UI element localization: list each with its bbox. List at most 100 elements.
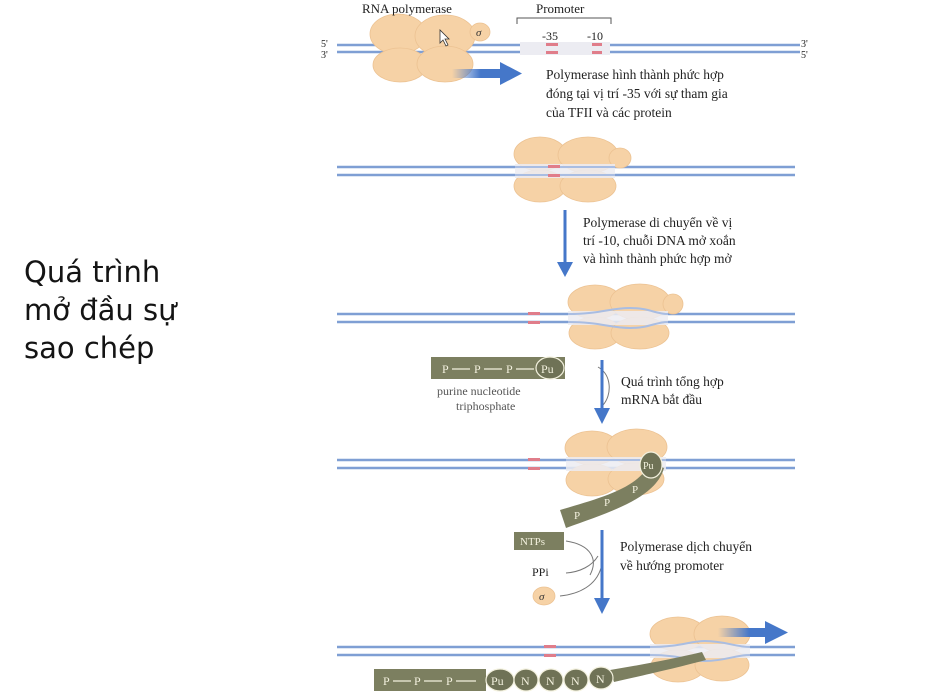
stage-open-complex bbox=[337, 283, 795, 350]
sigma-released-label: σ bbox=[539, 591, 545, 603]
bubble-bottom-5 bbox=[649, 654, 751, 663]
direction-arrow-head bbox=[500, 62, 522, 85]
step-2-line-3: và hình thành phức hợp mở bbox=[583, 251, 733, 266]
phosphate-5b: P bbox=[414, 674, 421, 688]
step-2-arrow bbox=[557, 210, 573, 277]
minus35-marks-5a bbox=[544, 645, 556, 648]
bubble-top-5 bbox=[649, 639, 751, 648]
step-3-arrow bbox=[594, 360, 610, 424]
rna-base-n4 bbox=[588, 666, 614, 690]
ntp-curve-arrow bbox=[565, 540, 594, 576]
elongation-arrow-shaft bbox=[718, 628, 770, 637]
rna-base-n4-label: N bbox=[596, 672, 605, 686]
rna-base-pu-label: Pu bbox=[491, 674, 504, 688]
step-1-line-3: của TFII và các protein bbox=[546, 105, 672, 120]
step-2-description: Polymerase di chuyển về vị trí -10, chuỗ… bbox=[583, 215, 736, 266]
slide-title: Quá trình mở đầu sự sao chép bbox=[24, 253, 176, 367]
phosphate-3: P bbox=[506, 362, 513, 376]
three-prime-left: 3' bbox=[321, 50, 328, 61]
step-1-line-1: Polymerase hình thành phức hợp bbox=[546, 67, 724, 82]
phosphate-5a: P bbox=[383, 674, 390, 688]
step-4-line-2: về hướng promoter bbox=[620, 558, 724, 573]
triphosphate-label: triphosphate bbox=[456, 399, 515, 413]
step-1-description: Polymerase hình thành phức hợp đóng tại … bbox=[546, 67, 728, 120]
ntps-box bbox=[514, 532, 564, 550]
slide-title-line-2: mở đầu sự bbox=[24, 293, 177, 327]
nucleotide-box bbox=[431, 357, 565, 379]
five-prime-left: 5' bbox=[321, 39, 328, 50]
rna-polymerase-label: RNA polymerase bbox=[362, 1, 452, 16]
stage-initiation: Pu P P P bbox=[337, 428, 795, 528]
cursor-icon bbox=[439, 29, 450, 47]
ntps-label: NTPs bbox=[520, 536, 545, 548]
sigma-curve-arrow bbox=[559, 567, 602, 597]
sigma-label: σ bbox=[476, 27, 482, 39]
minus10-mark-bottom bbox=[592, 51, 602, 54]
step-4-line-1: Polymerase dịch chuyển bbox=[620, 539, 752, 554]
unwound-bubble-bottom bbox=[567, 321, 669, 330]
three-prime-right: 3' bbox=[801, 39, 808, 50]
nucleotide-curve-arrow bbox=[597, 366, 610, 406]
minus35-marks-5b bbox=[544, 654, 556, 657]
purine-nucleotide-label: purine nucleotide bbox=[437, 384, 521, 398]
minus35-marks-3a bbox=[528, 312, 540, 315]
promoter-label: Promoter bbox=[536, 1, 585, 16]
elongation-arrow-head bbox=[765, 621, 788, 644]
step-2-line-1: Polymerase di chuyển về vị bbox=[583, 215, 732, 230]
minus35-marks-3b bbox=[528, 321, 540, 324]
minus35-marks-2a bbox=[548, 165, 560, 168]
purine-base-label: Pu bbox=[541, 362, 554, 376]
dna-through-polymerase-5 bbox=[650, 644, 750, 658]
minus35-mark-top bbox=[546, 43, 558, 46]
purine-base-label-4: Pu bbox=[643, 461, 654, 472]
rna-base-n2-label: N bbox=[546, 674, 555, 688]
slide-title-line-1: Quá trình bbox=[24, 255, 161, 289]
rna-exit-tail bbox=[610, 652, 706, 682]
step-2-line-2: trí -10, chuỗi DNA mở xoắn bbox=[583, 233, 736, 248]
minus35-marks-4a bbox=[528, 458, 540, 461]
minus10-mark-top bbox=[592, 43, 602, 46]
minus35-marks-2b bbox=[548, 174, 560, 177]
ppi-curve-arrow bbox=[565, 555, 599, 574]
minus35-label: -35 bbox=[542, 29, 558, 43]
rna-chain-box bbox=[374, 669, 486, 691]
rna-base-n3-label: N bbox=[571, 674, 580, 688]
stage-elongation: P P P Pu N N N N bbox=[337, 615, 795, 692]
step-4-arrow bbox=[594, 530, 610, 614]
purine-base-circle-4 bbox=[639, 451, 663, 479]
step-3-description: Quá trình tổng hợp mRNA bắt đầu bbox=[621, 374, 724, 407]
step-4-description: Polymerase dịch chuyển về hướng promoter bbox=[620, 539, 752, 573]
nascent-rna-band bbox=[560, 462, 664, 528]
step-1-line-2: đóng tại vị trí -35 với sự tham gia bbox=[546, 86, 728, 101]
stage-closed-complex: σ RNA polymerase Promoter -35 -10 5' 3' … bbox=[321, 1, 808, 85]
purine-base-circle bbox=[535, 356, 565, 380]
step-3-line-2: mRNA bắt đầu bbox=[621, 392, 702, 407]
phosphate-1: P bbox=[442, 362, 449, 376]
five-prime-right: 5' bbox=[801, 50, 808, 61]
promoter-bracket bbox=[516, 17, 612, 24]
slide-title-line-3: sao chép bbox=[24, 331, 155, 365]
promoter-region bbox=[520, 42, 610, 55]
phosphate-2: P bbox=[474, 362, 481, 376]
sigma-factor-released bbox=[532, 586, 556, 606]
rna-base-n3 bbox=[563, 668, 589, 692]
rna-base-n2 bbox=[538, 668, 564, 692]
unwound-bubble-top bbox=[567, 306, 669, 315]
direction-arrow-shaft bbox=[452, 69, 504, 78]
phosphate-4c: P bbox=[574, 510, 580, 522]
ntp-incorporation: NTPs PPi σ bbox=[514, 532, 602, 606]
minus35-mark-bottom bbox=[546, 51, 558, 54]
rna-base-n1 bbox=[513, 668, 539, 692]
dna-through-polymerase-3 bbox=[568, 311, 668, 325]
phosphate-4a: P bbox=[632, 484, 638, 496]
minus10-label: -10 bbox=[587, 29, 603, 43]
phosphate-5c: P bbox=[446, 674, 453, 688]
minus35-marks-4b bbox=[528, 467, 540, 470]
ppi-label: PPi bbox=[532, 565, 549, 579]
phosphate-4b: P bbox=[604, 497, 610, 509]
stage-polymerase-bound bbox=[337, 136, 795, 203]
step-3-line-1: Quá trình tổng hợp bbox=[621, 374, 724, 389]
purine-nucleotide-triphosphate: P P P Pu purine nucleotide triphosphate bbox=[431, 356, 610, 413]
rna-base-n1-label: N bbox=[521, 674, 530, 688]
